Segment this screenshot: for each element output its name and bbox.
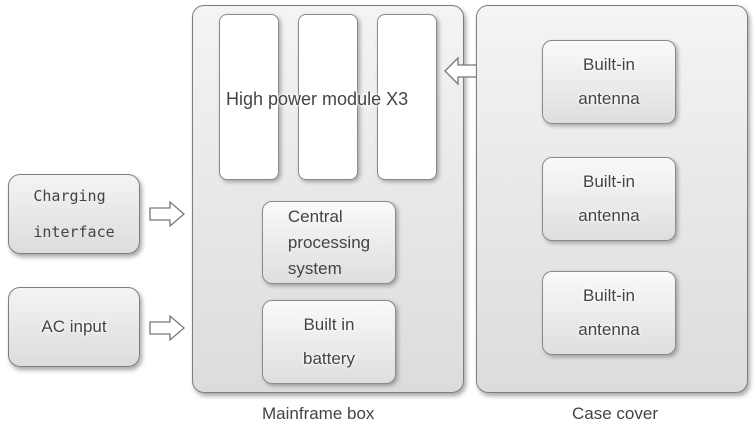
- charging-interface-line2: interface: [33, 223, 115, 241]
- antenna-2-line2: antenna: [578, 206, 640, 225]
- power-module-3: [377, 14, 437, 180]
- power-module-2: [298, 14, 358, 180]
- power-module-1: [219, 14, 279, 180]
- cpu-line1: Central: [287, 206, 343, 226]
- case-cover-caption: Case cover: [572, 404, 658, 423]
- cpu-box: Central processing system: [262, 201, 396, 284]
- battery-box: Built in battery: [262, 300, 396, 384]
- battery-line1: Built in: [303, 315, 355, 334]
- mainframe-caption: Mainframe box: [262, 404, 375, 423]
- charging-interface-box: Charging interface: [8, 174, 140, 254]
- antenna-3-line2: antenna: [578, 320, 640, 339]
- antenna-2-line1: Built-in: [583, 172, 635, 191]
- antenna-3-line1: Built-in: [583, 286, 635, 305]
- antenna-box-1: Built-in antenna: [542, 40, 676, 124]
- ac-input-arrow: [149, 314, 185, 342]
- antenna-box-2: Built-in antenna: [542, 157, 676, 241]
- ac-input-box: AC input: [8, 287, 140, 367]
- antenna-1-line1: Built-in: [583, 55, 635, 74]
- cpu-line2: processing: [287, 232, 371, 252]
- charging-interface-line1: Charging: [33, 187, 106, 205]
- charging-arrow: [149, 200, 185, 228]
- antenna-box-3: Built-in antenna: [542, 271, 676, 355]
- power-module-label: High power module X3: [226, 89, 409, 109]
- antenna-1-line2: antenna: [578, 89, 640, 108]
- cpu-line3: system: [287, 258, 342, 278]
- battery-line2: battery: [303, 349, 355, 368]
- ac-input-label: AC input: [41, 317, 107, 336]
